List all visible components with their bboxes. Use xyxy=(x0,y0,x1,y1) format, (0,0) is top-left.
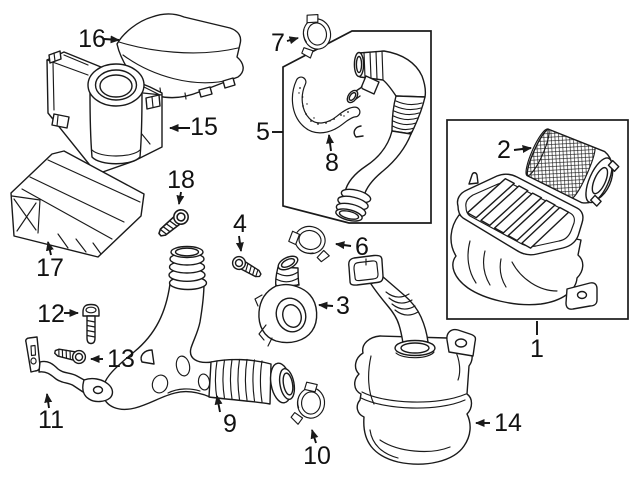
part-screw-18 xyxy=(154,206,192,241)
breather-hose-speckles xyxy=(298,87,349,125)
callouts: 16 15 17 18 7 5 8 2 xyxy=(36,25,544,470)
callout-18: 18 xyxy=(167,166,195,205)
callout-8-label: 8 xyxy=(325,149,339,177)
callout-14-label: 14 xyxy=(494,409,522,437)
callout-16-arrow xyxy=(103,35,120,44)
callout-9-label: 9 xyxy=(223,410,237,438)
callout-8: 8 xyxy=(325,134,339,177)
callout-18-label: 18 xyxy=(167,166,195,194)
box-group-5 xyxy=(282,30,432,224)
callout-3: 3 xyxy=(318,292,350,320)
callout-10: 10 xyxy=(303,429,331,470)
part-screw-12 xyxy=(82,303,100,345)
callout-6: 6 xyxy=(335,233,369,261)
callout-5: 5 xyxy=(256,118,283,146)
callout-9: 9 xyxy=(214,395,237,438)
part-intake-duct xyxy=(10,150,145,258)
part-screw-13 xyxy=(53,344,88,366)
callout-17-label: 17 xyxy=(36,254,64,282)
callout-11: 11 xyxy=(38,393,64,434)
callout-13: 13 xyxy=(90,345,135,373)
callout-15-label: 15 xyxy=(190,113,218,141)
part-screw-4 xyxy=(229,253,265,282)
callout-1-label: 1 xyxy=(530,335,544,363)
callout-15: 15 xyxy=(169,113,218,141)
part-air-filter-element xyxy=(525,128,620,207)
callout-5-label: 5 xyxy=(256,118,270,146)
callout-9-arrow xyxy=(214,395,223,413)
callout-3-arrow xyxy=(318,301,334,310)
callout-2-arrow xyxy=(513,145,532,153)
part-hose-clamp-7 xyxy=(293,10,336,61)
callout-7-label: 7 xyxy=(271,29,285,57)
box-group-1 xyxy=(446,119,629,320)
part-air-cleaner-housing xyxy=(46,50,163,175)
part-intake-hose xyxy=(102,245,296,411)
callout-17: 17 xyxy=(36,241,64,282)
part-bracket xyxy=(25,336,114,403)
callout-6-arrow xyxy=(335,241,352,250)
callout-13-label: 13 xyxy=(107,345,135,373)
callout-16: 16 xyxy=(78,25,120,53)
part-intake-elbow xyxy=(254,255,318,347)
callout-3-label: 3 xyxy=(336,292,350,320)
callout-7-arrow xyxy=(286,36,299,45)
part-air-cleaner-cover xyxy=(116,13,244,100)
callout-8-arrow xyxy=(326,134,335,152)
callout-4: 4 xyxy=(233,210,247,252)
callout-11-label: 11 xyxy=(38,406,64,434)
part-air-cleaner-assembly xyxy=(450,172,598,310)
part-breather-hose xyxy=(291,76,361,134)
callout-11-arrow xyxy=(44,393,53,409)
callout-4-label: 4 xyxy=(233,210,247,238)
callout-10-label: 10 xyxy=(303,442,331,470)
callout-1: 1 xyxy=(530,321,544,363)
callout-14: 14 xyxy=(475,409,522,437)
callout-2-label: 2 xyxy=(497,136,511,164)
part-resonator xyxy=(348,254,477,465)
callout-17-arrow xyxy=(46,241,54,256)
callout-16-label: 16 xyxy=(78,25,106,53)
callout-12: 12 xyxy=(37,300,79,328)
part-outlet-hose xyxy=(335,50,427,222)
callout-7: 7 xyxy=(271,29,299,57)
callout-6-label: 6 xyxy=(355,233,369,261)
callout-4-arrow xyxy=(235,235,244,252)
callout-10-arrow xyxy=(310,429,319,444)
callout-18-arrow xyxy=(176,191,185,205)
callout-12-label: 12 xyxy=(37,300,65,328)
part-hose-clamp-10 xyxy=(290,380,327,427)
callout-2: 2 xyxy=(497,136,532,164)
